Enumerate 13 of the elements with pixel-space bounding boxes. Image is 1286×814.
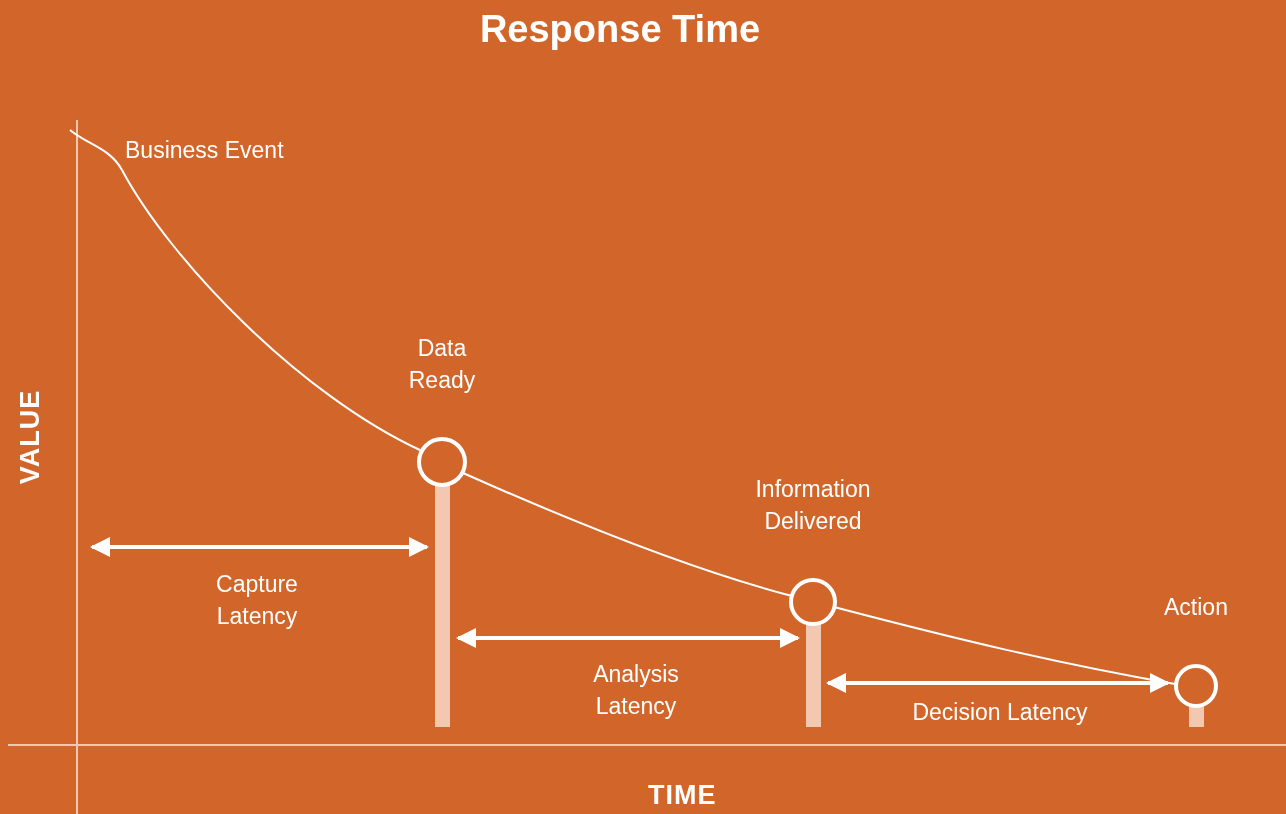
event-label: Business Event xyxy=(125,136,285,165)
axis-label: VALUE xyxy=(14,389,46,485)
milestone-label: Data Ready xyxy=(407,334,477,395)
latency-arrow xyxy=(826,673,1170,693)
latency-arrow xyxy=(456,628,800,648)
latency-arrow xyxy=(90,537,429,557)
milestone-label: Information Delivered xyxy=(754,475,872,536)
milestone-label: Action xyxy=(1164,593,1228,622)
edge-label: Capture Latency xyxy=(215,570,299,631)
edge-label: Analysis Latency xyxy=(592,660,680,721)
edge-label: Decision Latency xyxy=(911,698,1089,727)
axis-label: TIME xyxy=(648,780,717,811)
title: Response Time xyxy=(478,8,762,51)
